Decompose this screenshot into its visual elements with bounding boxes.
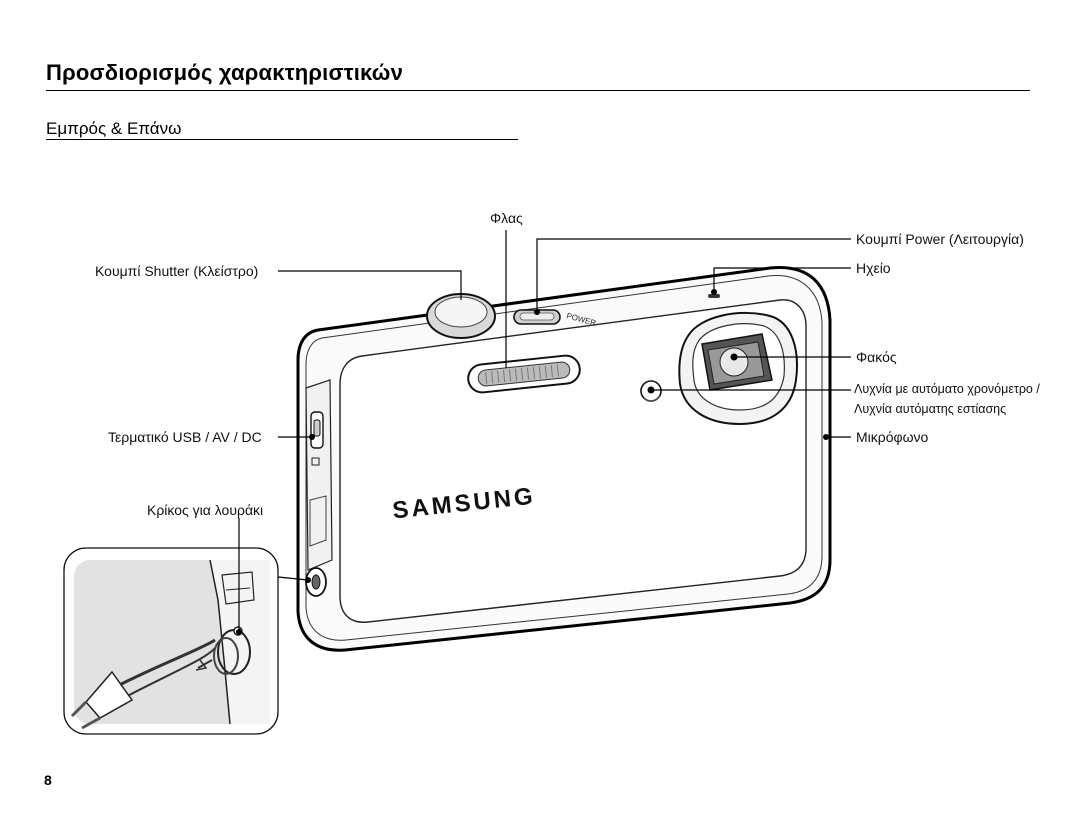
page-number: 8 xyxy=(44,772,52,788)
power-button-label: Κουμπί Power (Λειτουργία) xyxy=(856,231,1024,247)
lamp-label-line2: Λυχνία αυτόματης εστίασης xyxy=(854,402,1007,416)
flash-label: Φλας xyxy=(490,210,523,226)
page-title: Προσδιορισμός χαρακτηριστικών xyxy=(46,60,404,85)
shutter-button-label: Κουμπί Shutter (Κλείστρο) xyxy=(95,263,259,279)
microphone-label: Μικρόφωνο xyxy=(856,429,929,445)
title-divider xyxy=(46,90,1030,91)
strap-detail-inset xyxy=(63,547,279,735)
speaker-label: Ηχείο xyxy=(856,260,891,276)
callout-lines xyxy=(238,230,851,632)
lens-label: Φακός xyxy=(856,349,897,365)
usb-terminal-label: Τερματικό USB / AV / DC xyxy=(108,429,262,445)
section-subtitle: Εμπρός & Επάνω xyxy=(46,119,182,138)
strap-eyelet-label: Κρίκος για λουράκι xyxy=(147,502,264,518)
callout-dots xyxy=(236,289,829,635)
subtitle-divider xyxy=(46,139,518,140)
lamp-label-line1: Λυχνία με αυτόματο χρονόμετρο / xyxy=(854,382,1040,396)
camera-body: POWER SAMSUNG xyxy=(296,266,832,652)
